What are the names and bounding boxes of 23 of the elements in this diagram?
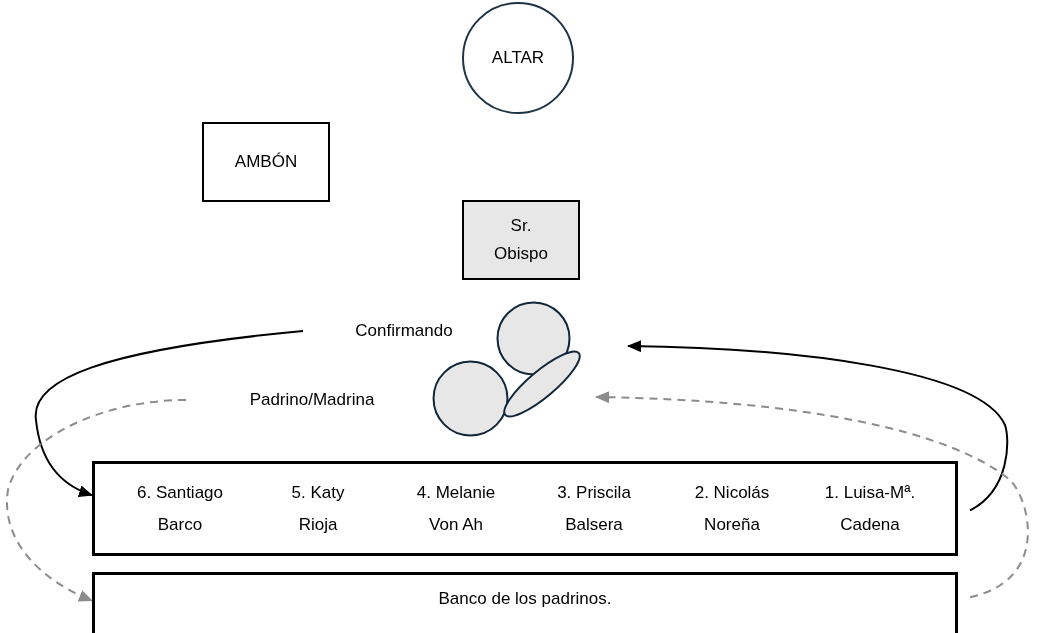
pew-box [92, 461, 958, 556]
arrow [627, 340, 1009, 512]
bishop-box [462, 200, 580, 280]
confirmand-circle [496, 301, 571, 376]
ellipse-shape [500, 348, 584, 420]
node-label: AMBÓN [234, 151, 298, 174]
ambo-box [202, 122, 330, 202]
person-name: 6. Santiago Barco [136, 481, 224, 536]
arrow [35, 330, 304, 497]
person-name: 3. Priscila Balsera [556, 481, 632, 536]
person-name: 2. Nicolás Noreña [693, 481, 771, 536]
sponsor-circle [432, 360, 509, 437]
sponsor-pew-box [92, 572, 958, 633]
person-name: 5. Katy Rioja [290, 481, 346, 536]
arrow [6, 399, 187, 602]
person-name: 1. Luisa-Mª. Cadena [823, 481, 917, 536]
node-label: Sr. Obispo [494, 215, 548, 265]
arrow [595, 391, 1029, 599]
node-label: Banco de los padrinos. [438, 588, 612, 611]
node-label: Confirmando [355, 320, 453, 343]
node-label: ALTAR [491, 47, 545, 70]
person-name: 4. Melanie Von Ah [415, 481, 497, 536]
node-label: Padrino/Madrina [249, 389, 375, 412]
